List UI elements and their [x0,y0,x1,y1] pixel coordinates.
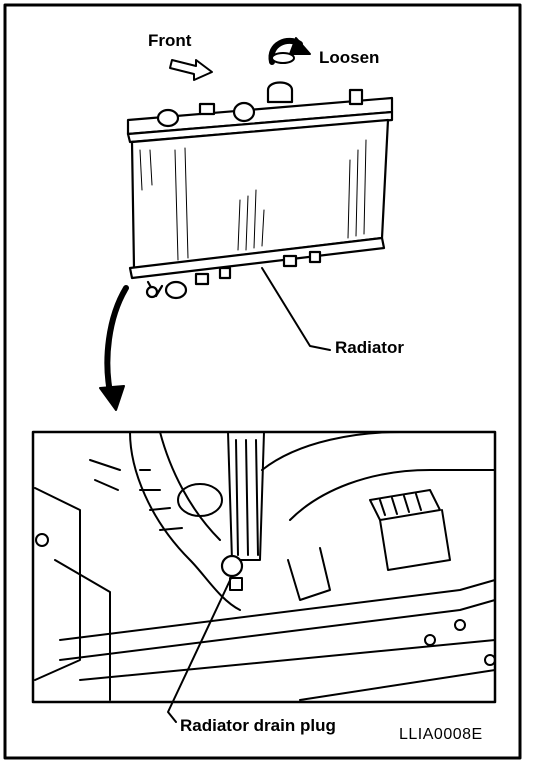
figure-code: LLIA0008E [399,726,483,743]
loosen-arrow-icon [268,37,311,65]
drain-plug-label: Radiator drain plug [180,716,336,735]
drain-plug-detail-view [31,430,497,704]
detail-arrow-icon [99,285,129,411]
drain-plug [220,554,244,578]
radiator-illustration [126,81,394,300]
drain-plug-head [229,577,243,591]
loosen-label: Loosen [319,48,380,67]
drain-plug-leader-line [167,575,233,723]
front-label: Front [148,31,192,50]
radiator-leader-line [261,267,331,351]
radiator-label: Radiator [335,338,404,357]
front-arrow-icon [169,59,213,81]
